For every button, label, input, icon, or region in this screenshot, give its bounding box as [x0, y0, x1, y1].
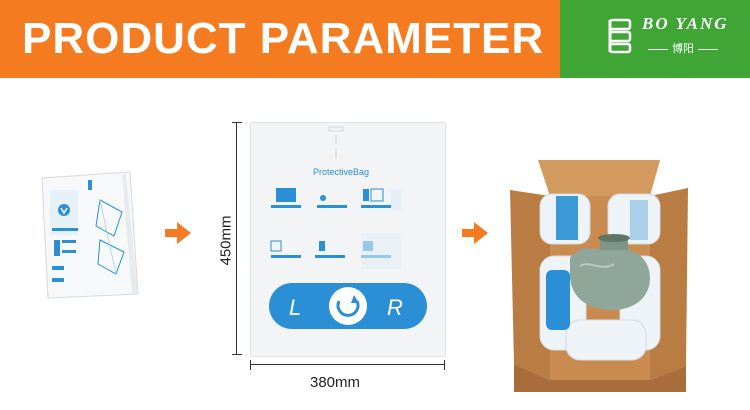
width-dimension-line	[250, 360, 445, 370]
page-title: PRODUCT PARAMETER	[22, 14, 545, 63]
height-line	[236, 122, 237, 355]
bag-badge-right: R	[387, 295, 403, 320]
brand-rule-left	[648, 48, 668, 50]
brand-name: BO YANG	[642, 14, 729, 33]
width-label: 380mm	[310, 374, 361, 391]
height-tick-top	[232, 122, 242, 123]
height-label: 450mm	[217, 215, 235, 266]
folded-bag-image	[41, 171, 139, 299]
brand-chinese-name: 博阳	[672, 42, 694, 55]
brand-panel	[560, 0, 750, 78]
bag-badge-left: L	[289, 295, 301, 320]
bag-brand-label: ProtectiveBag	[313, 167, 369, 177]
header-banner: PRODUCT PARAMETER	[0, 0, 750, 78]
brand-rule-right	[698, 48, 718, 50]
width-tick-left	[250, 360, 251, 370]
boxed-vase-image	[510, 160, 688, 392]
arrow-right-icon	[165, 222, 191, 244]
height-tick-bottom	[232, 354, 242, 355]
height-dimension-line	[232, 122, 242, 355]
brand-logo-icon	[608, 18, 632, 54]
protective-bag-image: ProtectiveBag L R	[250, 122, 446, 357]
bag-artwork: ProtectiveBag L R	[269, 126, 427, 329]
header-title-panel: PRODUCT PARAMETER	[0, 0, 560, 78]
width-tick-right	[444, 360, 445, 370]
arrow-right-icon	[462, 222, 488, 244]
width-line	[250, 364, 445, 365]
brand-chinese-row: 博阳	[642, 40, 724, 56]
